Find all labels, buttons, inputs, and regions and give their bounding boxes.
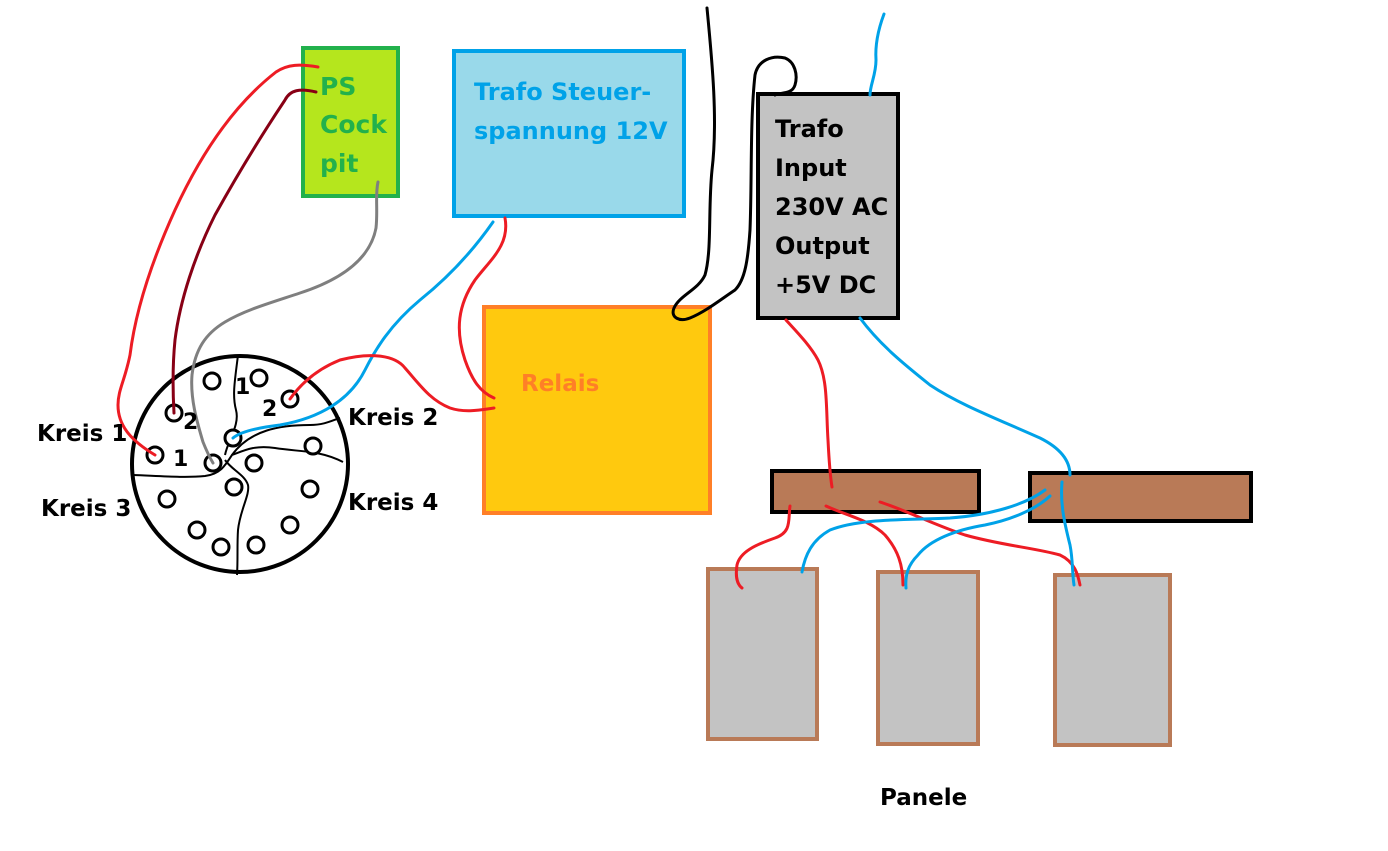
relais-label: Relais <box>521 371 599 397</box>
panel-2 <box>876 570 980 746</box>
pin-2-top-label: 2 <box>262 397 277 422</box>
connector-outline <box>130 354 350 574</box>
trafo-input-label-line2: Input <box>775 154 847 182</box>
trafo-input-box <box>756 92 900 320</box>
pin-1-top-label: 1 <box>235 375 250 400</box>
connector-divider <box>224 459 250 576</box>
trafo-steuer-label-line1: Trafo Steuer- <box>474 78 651 106</box>
ps-cockpit-label-line1: PS <box>320 72 356 101</box>
wire-blue-bar-panel1 <box>800 488 1047 574</box>
connector-pin <box>280 515 300 535</box>
trafo-input-label-line5: +5V DC <box>775 271 876 299</box>
wire-gray-ps-center <box>190 180 380 465</box>
kreis-2-label: Kreis 2 <box>348 405 438 431</box>
panel-3 <box>1053 573 1172 747</box>
ps-cockpit-box <box>301 46 400 198</box>
connector-pin <box>157 489 177 509</box>
wire-blue-bar-panel2 <box>904 494 1052 590</box>
connector-pin <box>224 477 244 497</box>
ps-cockpit-label-line3: pit <box>320 149 358 178</box>
wire-blue-trafo-connector <box>231 220 495 440</box>
pin-2-left-label: 2 <box>183 410 198 435</box>
pin-1-left-label: 1 <box>173 447 188 472</box>
wire-blue-top-trafo <box>868 12 886 97</box>
kreis-3-label: Kreis 3 <box>41 496 131 522</box>
wires <box>116 6 1082 590</box>
wire-red-ps-kreis1 <box>116 63 320 457</box>
ps-cockpit-label-line2: Cock <box>320 110 388 139</box>
connector-pin <box>187 520 207 540</box>
connector-pin <box>246 535 266 555</box>
bus-bar-left <box>770 469 981 514</box>
connector-pin <box>300 479 320 499</box>
trafo-input-label-line1: Trafo <box>775 115 844 143</box>
relais-box <box>482 305 712 515</box>
wire-red-bar-panel1 <box>734 504 792 590</box>
wire-blue-bar-panel3 <box>1060 480 1076 587</box>
kreis-1-label: Kreis 1 <box>37 421 127 447</box>
trafo-input-label-line4: Output <box>775 232 870 260</box>
wire-red-trafo-bar <box>784 318 834 489</box>
wire-red-bar-panel2 <box>824 504 905 587</box>
wire-red-connector-relais <box>288 354 496 413</box>
wire-red-trafo-relais <box>457 216 508 400</box>
wire-blue-trafo-bar <box>858 316 1072 477</box>
bus-bar-right <box>1028 471 1253 523</box>
panele-label: Panele <box>880 785 967 811</box>
connector-divider <box>231 417 341 456</box>
trafo-steuer-box <box>452 49 686 218</box>
connector-pin <box>202 371 222 391</box>
connector-pin <box>249 368 269 388</box>
kreis-4-label: Kreis 4 <box>348 490 438 516</box>
connector-pin <box>303 436 323 456</box>
trafo-steuer-label-line2: spannung 12V <box>474 117 668 145</box>
panel-1 <box>706 567 819 741</box>
connector-pin <box>244 453 264 473</box>
trafo-input-label-line3: 230V AC <box>775 193 888 221</box>
wire-black-top-relais <box>671 6 798 322</box>
connector-pin <box>211 537 231 557</box>
connector <box>130 354 350 576</box>
wire-darkred-ps-pin2 <box>171 88 318 415</box>
